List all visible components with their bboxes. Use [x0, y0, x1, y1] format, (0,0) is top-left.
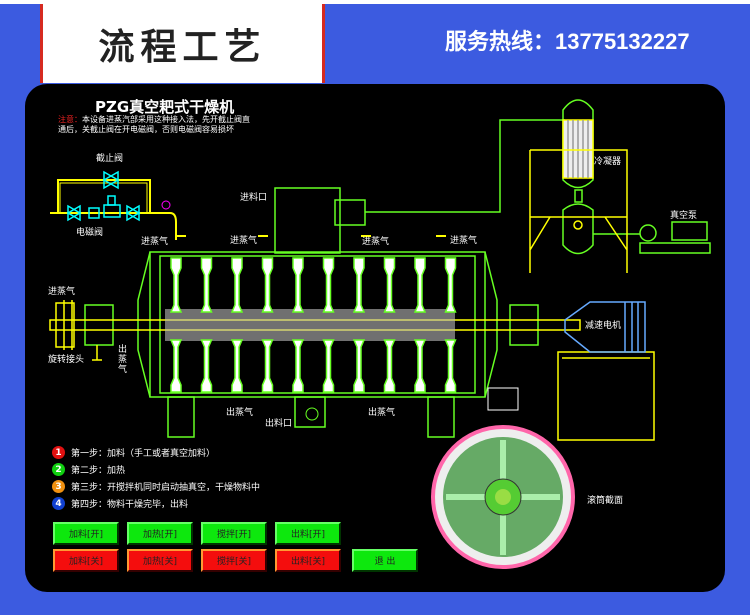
exit-button[interactable]: 退 出: [352, 549, 418, 572]
feed-off-button[interactable]: 加料[关]: [53, 549, 119, 572]
paddle: [169, 257, 183, 393]
diagram-title: PZG真空耙式干燥机: [95, 98, 235, 116]
condenser: [562, 99, 711, 255]
step-3: 3 第三步：开搅拌机同时启动抽真空，干燥物料中: [52, 480, 292, 493]
gear-motor-label: 减速电机: [585, 321, 622, 331]
heat-on-button[interactable]: 加热[开]: [127, 522, 193, 545]
discharge-on-button[interactable]: 出料[开]: [275, 522, 341, 545]
support-frame: [529, 149, 655, 441]
discharge-valve-icon: [305, 407, 319, 421]
step-4: 4 第四步：物料干燥完毕，出料: [52, 497, 292, 510]
paddle: [322, 257, 335, 393]
vacuum-pump-label: 真空泵: [670, 211, 698, 221]
note-line1: 本设备进蒸汽部采用这种接入法，先开截止阀直: [82, 115, 250, 124]
stir-on-button[interactable]: 搅拌[开]: [201, 522, 267, 545]
stop-valve-icon: [102, 170, 120, 190]
heat-off-button[interactable]: 加热[关]: [127, 549, 193, 572]
paddle: [291, 257, 305, 393]
note: 注意：本设备进蒸汽部采用这种接入法，先开截止阀直: [58, 114, 250, 125]
drum-section-label: 滚筒截面: [587, 496, 624, 506]
step-list: 1 第一步：加料（手工或者真空加料） 2 第二步：加热 3 第三步：开搅拌机同时启动抽…: [52, 446, 292, 514]
step-badge: 3: [52, 480, 65, 493]
valves: [66, 170, 141, 222]
steam-piping: [50, 179, 177, 240]
steam-in-label: 进蒸气: [141, 237, 169, 247]
discharge-off-button[interactable]: 出料[关]: [275, 549, 341, 572]
paddle: [413, 257, 427, 393]
steam-out-label: 出蒸气: [368, 408, 396, 418]
steam-in-label: 进蒸气: [48, 287, 76, 297]
paddles: [169, 257, 457, 393]
steam-in-label: 进蒸气: [230, 236, 258, 246]
pressure-gauge-icon: [161, 200, 171, 210]
paddle: [352, 257, 366, 393]
step-2: 2 第二步：加热: [52, 463, 212, 476]
step-text: 第二步：加热: [71, 466, 126, 476]
stir-off-button[interactable]: 搅拌[关]: [201, 549, 267, 572]
discharge-label: 出料口: [265, 419, 293, 429]
step-badge: 1: [52, 446, 65, 459]
steam-in-label: 进蒸气: [450, 236, 478, 246]
step-1: 1 第一步：加料（手工或者真空加料）: [52, 446, 216, 459]
steam-out-label: 出蒸气: [118, 345, 128, 375]
paddle: [444, 257, 457, 393]
feed-inlet-label: 进料口: [240, 193, 268, 203]
title-tab: [40, 4, 325, 83]
paddle: [230, 257, 244, 393]
service-hotline: 服务热线：13775132227: [445, 29, 690, 54]
step-text: 第一步：加料（手工或者真空加料）: [71, 449, 216, 459]
paddle: [383, 257, 396, 393]
step-text: 第四步：物料干燥完毕，出料: [71, 500, 189, 510]
drum-section-icon: [431, 387, 575, 569]
feed-on-button[interactable]: 加料[开]: [53, 522, 119, 545]
step-badge: 2: [52, 463, 65, 476]
step-text: 第三步：开搅拌机同时启动抽真空，干燥物料中: [71, 483, 261, 493]
dryer-drum: [84, 119, 565, 438]
step-badge: 4: [52, 497, 65, 510]
note-label: 注意：: [58, 115, 82, 124]
note-line2: 通后，关截止阀在开电磁阀，否则电磁阀容易损坏: [58, 125, 234, 134]
top-strip: [0, 0, 750, 4]
shaft-core: [165, 309, 455, 341]
page-title: 流程工艺: [98, 26, 267, 68]
condenser-label: 冷凝器: [594, 157, 622, 167]
paddle: [200, 257, 213, 393]
solenoid-valve-label: 电磁阀: [76, 228, 104, 238]
rotary-joint-icon: [55, 300, 102, 361]
rotary-joint-label: 旋转接头: [48, 355, 85, 365]
steam-out-label: 出蒸气: [226, 408, 254, 418]
stop-valve-label: 截止阀: [96, 154, 124, 164]
gear-motor: [564, 301, 646, 353]
steam-in-label: 进蒸气: [362, 237, 390, 247]
paddle: [261, 257, 274, 393]
